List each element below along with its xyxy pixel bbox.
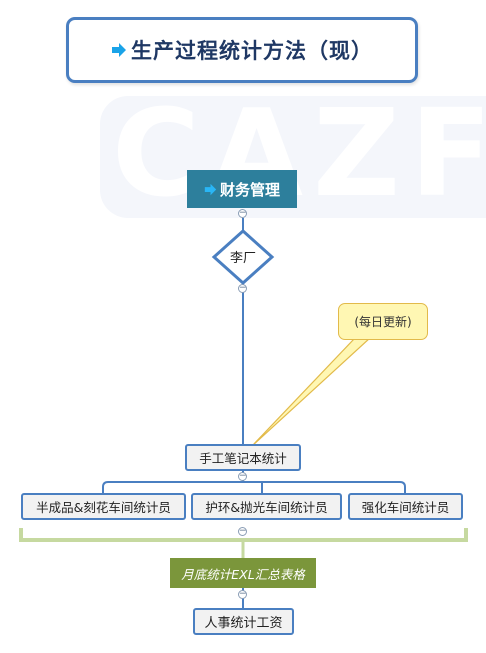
hr-node[interactable]: 人事统计工资 — [193, 608, 294, 635]
workshop-node-3[interactable]: 强化车间统计员 — [348, 493, 463, 520]
title-box: 生产过程统计方法（现） — [66, 17, 418, 83]
callout-pointer — [251, 337, 372, 447]
workshop-node-1[interactable]: 半成品&刻花车间统计员 — [21, 493, 186, 520]
notebook-node[interactable]: 手工笔记本统计 — [185, 444, 301, 471]
factory-node-label: 李厂 — [229, 250, 256, 266]
callout-note[interactable]: (每日更新) — [338, 303, 428, 340]
monthly-summary-node[interactable]: 月底统计EXL汇总表格 — [170, 558, 316, 588]
arrow-right-icon — [112, 43, 126, 57]
factory-node[interactable]: 李厂 — [212, 238, 274, 274]
collapse-toggle-monthly[interactable]: − — [238, 589, 247, 599]
notebook-node-label: 手工笔记本统计 — [199, 451, 287, 466]
workshop-node-label: 护环&抛光车间统计员 — [205, 500, 328, 515]
page-title: 生产过程统计方法（现） — [131, 39, 373, 63]
root-node-label: 财务管理 — [219, 180, 280, 199]
monthly-summary-label: 月底统计EXL汇总表格 — [181, 566, 305, 582]
workshop-node-label: 强化车间统计员 — [361, 500, 450, 515]
connector-workshop-branch — [102, 481, 406, 493]
watermark: CAZFZ — [100, 96, 486, 218]
collapse-toggle-notebook[interactable]: − — [238, 471, 247, 481]
arrow-right-icon — [204, 183, 217, 195]
collapse-toggle-workshops[interactable]: − — [238, 526, 247, 536]
workshop-node-2[interactable]: 护环&抛光车间统计员 — [191, 493, 342, 520]
collapse-toggle-root[interactable]: − — [238, 208, 247, 218]
root-node[interactable]: 财务管理 — [187, 170, 297, 208]
watermark-text: CAZFZ — [112, 96, 486, 218]
collapse-toggle-factory[interactable]: − — [238, 283, 247, 293]
workshop-node-label: 半成品&刻花车间统计员 — [36, 500, 171, 515]
hr-node-label: 人事统计工资 — [204, 616, 283, 631]
callout-label: (每日更新) — [354, 315, 412, 329]
